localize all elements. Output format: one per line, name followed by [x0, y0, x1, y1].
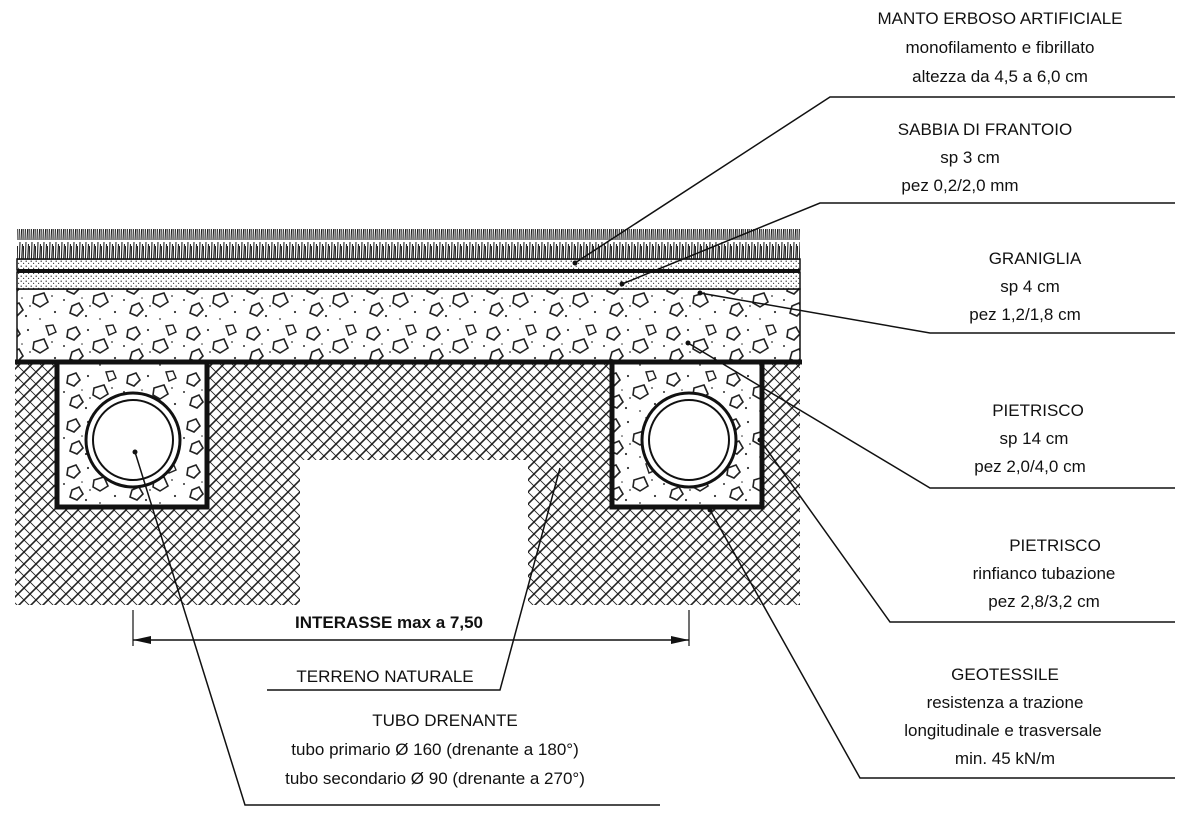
svg-text:PIETRISCO: PIETRISCO: [992, 401, 1084, 420]
label-pietrisco: PIETRISCO sp 14 cm pez 2,0/4,0 cm: [974, 401, 1086, 476]
svg-text:TUBO DRENANTE: TUBO DRENANTE: [372, 711, 517, 730]
label-geotessile: GEOTESSILE resistenza a trazione longitu…: [904, 665, 1102, 768]
svg-text:longitudinale e trasversale: longitudinale e trasversale: [904, 721, 1102, 740]
svg-text:tubo primario Ø 160 (drenante: tubo primario Ø 160 (drenante a 180°): [291, 740, 578, 759]
sand-layer: [16, 258, 801, 273]
label-sabbia: SABBIA DI FRANTOIO sp 3 cm pez 0,2/2,0 m…: [898, 120, 1072, 195]
svg-text:pez 0,2/2,0 mm: pez 0,2/2,0 mm: [901, 176, 1018, 195]
svg-text:SABBIA DI FRANTOIO: SABBIA DI FRANTOIO: [898, 120, 1072, 139]
svg-text:altezza da 4,5 a 6,0 cm: altezza da 4,5 a 6,0 cm: [912, 67, 1088, 86]
natural-soil: [15, 362, 800, 605]
artificial-turf-layer: [17, 229, 800, 260]
svg-text:pez 1,2/1,8 cm: pez 1,2/1,8 cm: [969, 305, 1081, 324]
crushed-stone-layer: [15, 288, 802, 365]
svg-text:resistenza a trazione: resistenza a trazione: [927, 693, 1084, 712]
label-pietrisco-rinfianco: PIETRISCO rinfianco tubazione pez 2,8/3,…: [973, 536, 1116, 611]
svg-text:sp 14 cm: sp 14 cm: [1000, 429, 1069, 448]
pipe-right-icon: [640, 391, 738, 489]
svg-text:tubo secondario Ø 90 (drenante: tubo secondario Ø 90 (drenante a 270°): [285, 769, 585, 788]
interasse-dimension: INTERASSE max a 7,50: [132, 610, 690, 646]
svg-text:pez 2,8/3,2 cm: pez 2,8/3,2 cm: [988, 592, 1100, 611]
label-terreno-naturale: TERRENO NATURALE: [296, 667, 473, 686]
label-tubo-drenante: TUBO DRENANTE tubo primario Ø 160 (drena…: [285, 711, 585, 788]
svg-text:rinfianco tubazione: rinfianco tubazione: [973, 564, 1116, 583]
label-graniglia: GRANIGLIA sp 4 cm pez 1,2/1,8 cm: [969, 249, 1082, 324]
svg-text:PIETRISCO: PIETRISCO: [1009, 536, 1101, 555]
leader-dots: [132, 260, 763, 513]
svg-text:MANTO ERBOSO ARTIFICIALE: MANTO ERBOSO ARTIFICIALE: [878, 9, 1123, 28]
svg-text:pez 2,0/4,0 cm: pez 2,0/4,0 cm: [974, 457, 1086, 476]
interasse-label: INTERASSE max a 7,50: [295, 613, 483, 632]
svg-text:TERRENO NATURALE: TERRENO NATURALE: [296, 667, 473, 686]
svg-text:min. 45 kN/m: min. 45 kN/m: [955, 749, 1055, 768]
label-manto-erboso: MANTO ERBOSO ARTIFICIALE monofilamento e…: [878, 9, 1123, 86]
svg-text:GRANIGLIA: GRANIGLIA: [989, 249, 1082, 268]
svg-text:sp 4 cm: sp 4 cm: [1000, 277, 1060, 296]
svg-text:GEOTESSILE: GEOTESSILE: [951, 665, 1059, 684]
graniglia-layer: [16, 271, 801, 290]
pipe-left-icon: [84, 391, 182, 489]
leader-lines: [134, 96, 1175, 806]
svg-text:sp 3 cm: sp 3 cm: [940, 148, 1000, 167]
svg-text:monofilamento e fibrillato: monofilamento e fibrillato: [906, 38, 1095, 57]
